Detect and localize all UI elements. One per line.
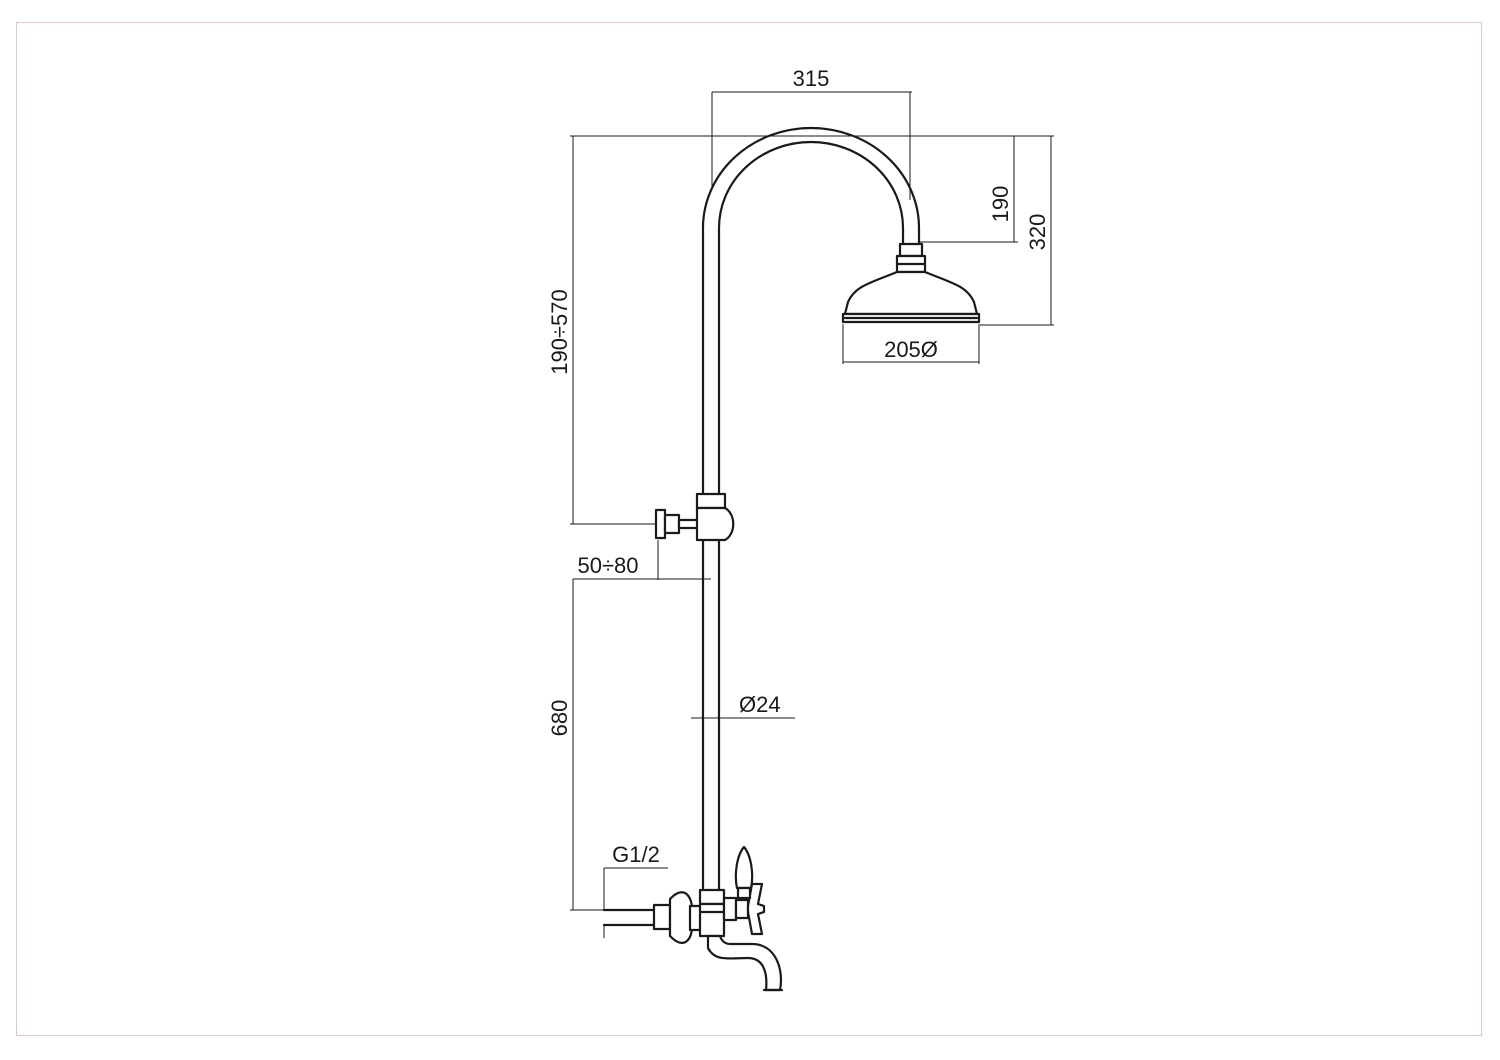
inlet-nut: [652, 903, 672, 931]
dimension-labels: 315 190 320 205Ø 190÷570 50÷80 680 Ø24 G…: [547, 66, 1050, 867]
drawing-frame: [16, 22, 1482, 1036]
label-pipe-diameter: Ø24: [739, 692, 781, 717]
valve-cap: [734, 898, 750, 920]
diverter-lever: [734, 845, 754, 890]
dimension-lines: [570, 91, 1054, 938]
bracket-flange: [663, 513, 681, 535]
label-head-height: 320: [1025, 214, 1050, 251]
bracket-clamp: [695, 506, 735, 542]
label-adjustable-height: 190÷570: [547, 289, 572, 375]
bath-spout: [706, 934, 782, 992]
valve-stem: [722, 896, 738, 922]
label-inlet-thread: G1/2: [612, 842, 660, 867]
diverter-base: [736, 886, 752, 900]
bracket-wall-plate: [654, 508, 667, 540]
label-arm-reach: 315: [793, 66, 830, 91]
riser-inner-edge: [717, 140, 905, 897]
bath-mixer: [602, 845, 784, 992]
label-arm-drop: 190: [988, 186, 1013, 223]
shower-riser: [701, 126, 921, 897]
label-mixer-height: 680: [547, 700, 572, 737]
mixer-body: [698, 902, 726, 938]
cross-handle: [746, 882, 766, 936]
bracket-collar: [695, 492, 727, 510]
shower-head: [841, 242, 981, 324]
head-connector-top: [898, 242, 924, 258]
inlet-escutcheon: [668, 891, 694, 944]
mixer-top-nut: [698, 888, 726, 906]
label-head-diameter: 205Ø: [884, 337, 938, 362]
head-dome: [843, 270, 979, 316]
riser-outer-edge: [701, 126, 921, 897]
inlet-pipe: [602, 908, 656, 927]
wall-bracket: [654, 492, 735, 542]
label-wall-offset: 50÷80: [577, 553, 638, 578]
